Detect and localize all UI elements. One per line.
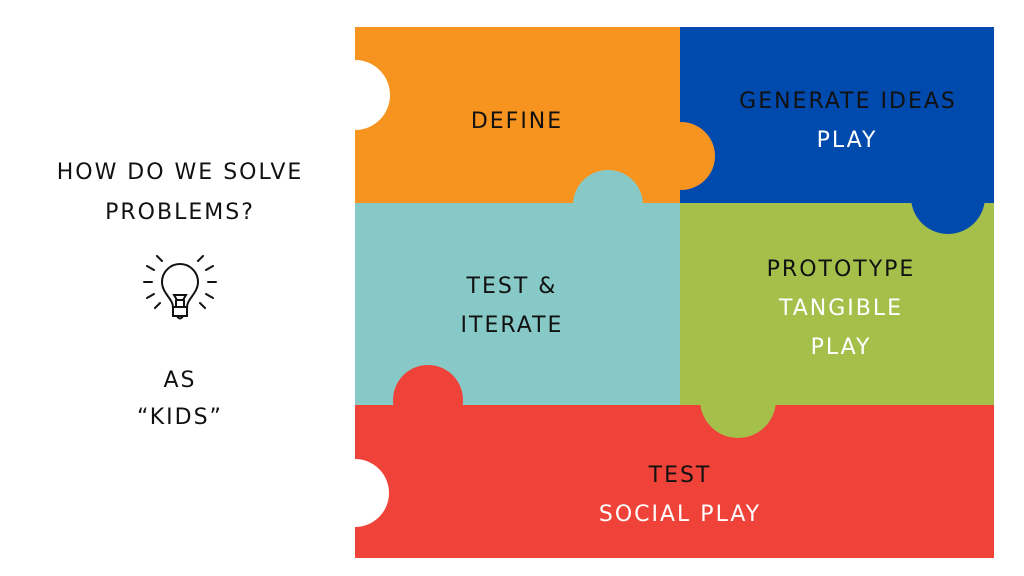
question-line-2: PROBLEMS? [105,200,255,225]
test-iterate-knob [573,170,643,240]
generate-sublabel: PLAY [817,128,878,153]
piece-define [355,27,680,204]
prototype-label: PROTOTYPE [767,257,916,282]
define-knob [647,122,715,190]
prototype-sublabel-1: TANGIBLE [778,296,903,321]
question-line-1: HOW DO WE SOLVE [56,160,304,185]
generate-label: GENERATE IDEAS [739,89,957,114]
generate-knob [911,160,985,234]
test-iterate-line1: TEST & [466,274,558,299]
piece-test [355,405,994,558]
answer-line-1: AS [163,368,197,393]
lightbulb-icon [143,255,217,320]
answer-line-2: “KIDS” [137,405,223,430]
test-label: TEST [648,463,712,488]
left-notch-bottom [321,459,389,527]
test-knob [393,365,463,435]
test-iterate-line2: ITERATE [461,313,564,338]
test-sublabel: SOCIAL PLAY [599,502,761,527]
left-notch-top [320,60,390,130]
prototype-sublabel-2: PLAY [811,335,872,360]
prototype-knob [700,362,776,438]
define-label: DEFINE [471,109,563,134]
